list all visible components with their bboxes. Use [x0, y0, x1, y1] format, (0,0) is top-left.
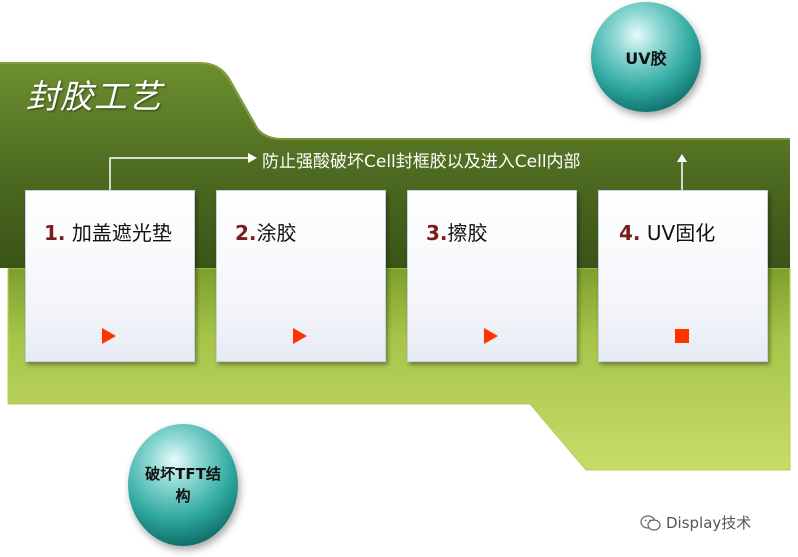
step-card-3: 3.擦胶: [407, 190, 577, 362]
sphere-uv-glue-label: UV胶: [625, 49, 667, 68]
stop-square-icon: [675, 329, 689, 343]
step-text: 擦胶: [447, 221, 488, 245]
upper-green-band: [0, 62, 790, 268]
step-card-2: 2.涂胶: [216, 190, 386, 362]
watermark: Display技术: [640, 512, 751, 533]
connector-arrowhead-right: [677, 154, 687, 162]
diagram-title: 封胶工艺: [26, 77, 162, 116]
step-label-1: 1. 加盖遮光垫: [26, 217, 212, 246]
step-label-2: 2.涂胶: [217, 217, 403, 246]
step-number: 3.: [426, 221, 448, 245]
connector-arrowhead-left: [248, 153, 257, 163]
connector-left: [109, 157, 248, 190]
sphere-uv-glue: UV胶: [591, 2, 701, 112]
banner-text: 防止强酸破坏Cell封框胶以及进入Cell内部: [262, 152, 581, 172]
step-number: 4.: [619, 221, 641, 245]
step-card-4: 4. UV固化: [598, 190, 768, 362]
sphere-tft-damage: 破坏TFT结构: [128, 424, 238, 546]
play-triangle-icon: [484, 328, 498, 344]
sphere-tft-damage-label: 破坏TFT结构: [145, 465, 221, 505]
step-number: 1.: [44, 221, 66, 245]
wechat-icon: [640, 514, 661, 531]
step-number: 2.: [235, 221, 257, 245]
play-triangle-icon: [293, 328, 307, 344]
step-label-3: 3.擦胶: [408, 217, 594, 246]
step-text: 加盖遮光垫: [71, 221, 172, 245]
step-card-1: 1. 加盖遮光垫: [25, 190, 195, 362]
step-text: UV固化: [646, 221, 716, 245]
play-triangle-icon: [102, 328, 116, 344]
watermark-text: Display技术: [666, 514, 752, 532]
step-text: 涂胶: [256, 221, 297, 245]
step-label-4: 4. UV固化: [599, 217, 787, 246]
